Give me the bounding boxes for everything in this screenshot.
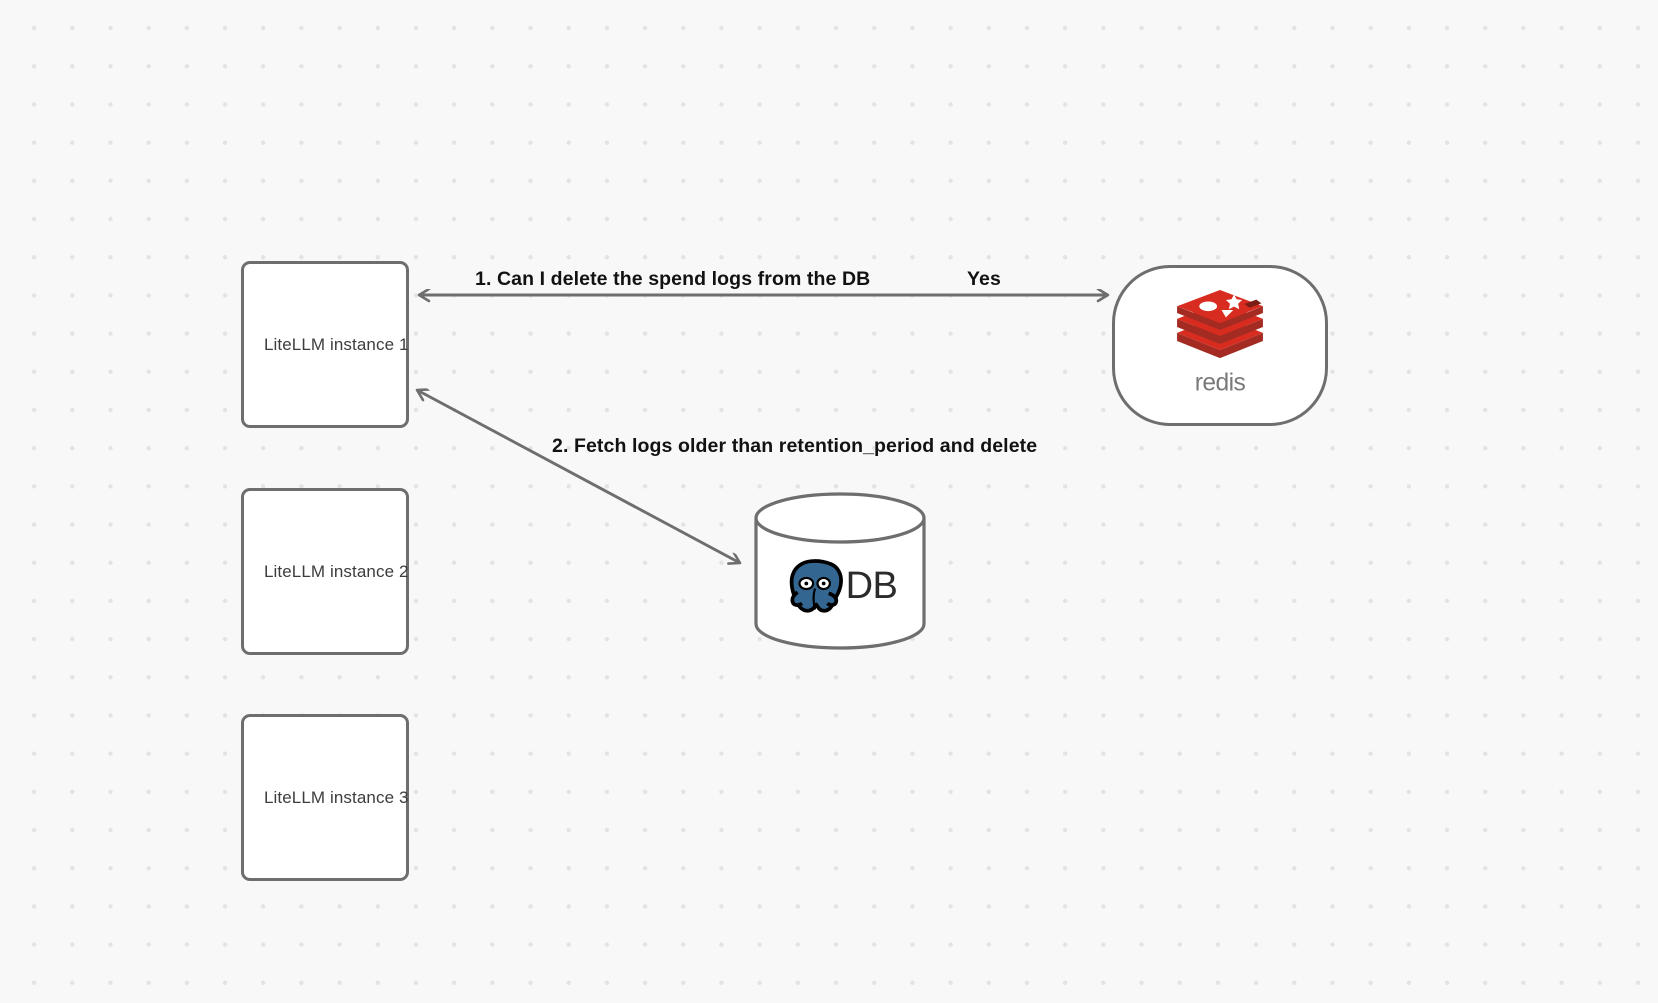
- edge-label-step-1: 1. Can I delete the spend logs from the …: [475, 268, 871, 290]
- node-label-litellm-instance-3: LiteLLM instance 3: [264, 787, 409, 807]
- node-label-litellm-instance-1: LiteLLM instance 1: [264, 334, 409, 354]
- node-litellm-instance-1[interactable]: LiteLLM instance 1: [241, 261, 409, 428]
- edge-label-step-2: 2. Fetch logs older than retention_perio…: [552, 435, 1038, 457]
- node-database[interactable]: DB: [753, 492, 927, 650]
- node-label-litellm-instance-2: LiteLLM instance 2: [264, 561, 409, 581]
- node-litellm-instance-3[interactable]: LiteLLM instance 3: [241, 714, 409, 881]
- database-label: DB: [845, 564, 898, 607]
- edge-label-step-1-reply: Yes: [967, 268, 1001, 290]
- redis-wordmark-text: redis: [1195, 369, 1246, 396]
- postgresql-elephant-icon: [789, 559, 843, 613]
- svg-text:redis: redis: [1195, 369, 1246, 396]
- edge-litellm-db-line: [417, 390, 740, 563]
- redis-logo-icon: [1177, 290, 1263, 359]
- node-litellm-instance-2[interactable]: LiteLLM instance 2: [241, 488, 409, 655]
- node-redis[interactable]: redis: [1112, 265, 1328, 426]
